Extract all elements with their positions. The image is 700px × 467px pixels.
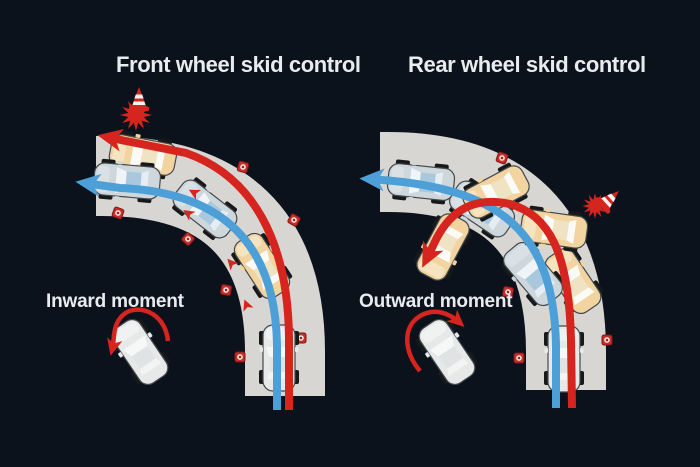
road-marker	[234, 351, 246, 363]
road-marker	[601, 334, 613, 346]
rear-skid-title: Rear wheel skid control	[408, 52, 646, 77]
front-skid-title: Front wheel skid control	[116, 52, 361, 77]
inward-moment-arrow	[107, 307, 171, 356]
inward-moment-label: Inward moment	[46, 291, 184, 312]
controlled-path-arrow	[359, 168, 560, 408]
moment-car	[411, 312, 483, 392]
skid-path-arrow	[97, 128, 293, 410]
traffic-cone-icon	[129, 87, 149, 111]
road-marker	[219, 283, 233, 297]
road-marker	[513, 352, 525, 364]
inward-moment-figure	[104, 307, 176, 392]
outward-moment-arrow	[405, 309, 465, 373]
controlled-path-arrow	[75, 173, 281, 410]
outward-moment-label: Outward moment	[359, 291, 513, 312]
skid-path-arrow	[422, 197, 576, 409]
outward-moment-figure	[405, 309, 483, 392]
rear-skid-panel	[359, 132, 626, 409]
road-marker	[236, 160, 250, 174]
front-skid-panel	[75, 87, 325, 410]
start-car	[543, 325, 585, 393]
controlled-car	[91, 157, 163, 205]
